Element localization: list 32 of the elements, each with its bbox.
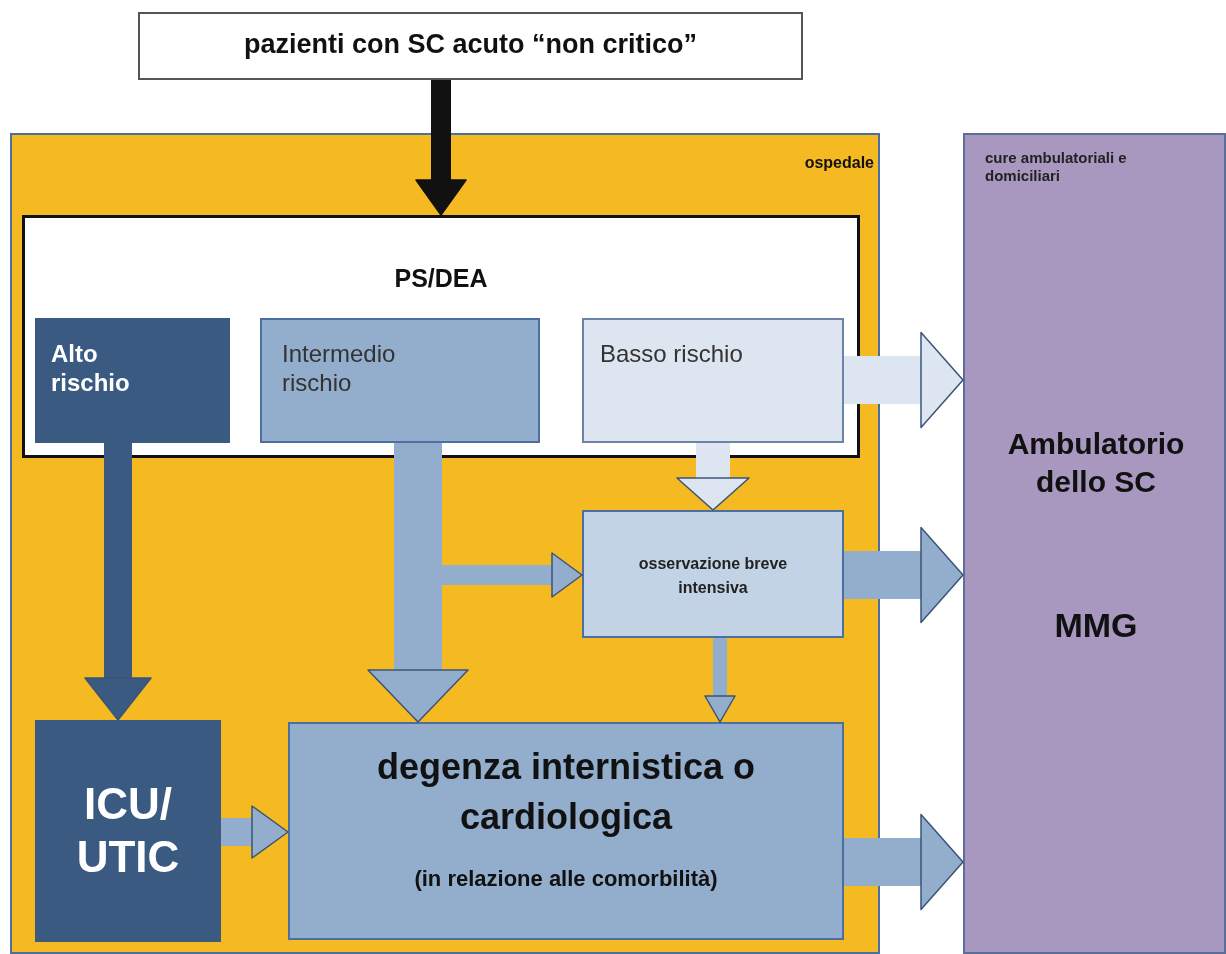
block-arrow bbox=[84, 443, 152, 721]
box-label: osservazione breve intensiva bbox=[637, 554, 789, 598]
risk-label: Basso rischio bbox=[600, 340, 744, 369]
hospital-panel bbox=[10, 133, 880, 954]
icu-box bbox=[35, 720, 221, 942]
risk-label: Alto rischio bbox=[51, 340, 131, 398]
block-arrow bbox=[844, 813, 964, 911]
start-box bbox=[138, 12, 803, 80]
observation-box bbox=[582, 510, 844, 638]
block-arrow bbox=[367, 443, 469, 723]
outpatient-panel bbox=[963, 133, 1226, 954]
block-arrow bbox=[676, 443, 750, 511]
intermediate-risk-box bbox=[260, 318, 540, 443]
high-risk-box bbox=[35, 318, 230, 443]
block-arrow bbox=[844, 526, 964, 624]
block-arrow bbox=[415, 80, 467, 216]
low-risk-box bbox=[582, 318, 844, 443]
emergency-box bbox=[22, 215, 860, 458]
block-arrow bbox=[221, 805, 289, 859]
ward-box bbox=[288, 722, 844, 940]
block-arrow bbox=[844, 331, 964, 429]
panel-label: Ambulatorio dello SC bbox=[1006, 426, 1186, 500]
box-label: degenza internistica o cardiologica bbox=[375, 745, 757, 840]
start-label: pazienti con SC acuto “non critico” bbox=[242, 28, 698, 61]
box-label: ICU/ UTIC bbox=[75, 778, 181, 883]
panel-title: cure ambulatoriali e domiciliari bbox=[985, 149, 1128, 185]
block-arrow bbox=[704, 638, 736, 723]
box-note: (in relazione alle comorbilità) bbox=[413, 866, 719, 893]
risk-label: Intermedio rischio bbox=[282, 340, 397, 398]
panel-label: MMG bbox=[1053, 605, 1139, 646]
panel-title: ospedale bbox=[803, 153, 874, 173]
box-title: PS/DEA bbox=[393, 263, 489, 293]
